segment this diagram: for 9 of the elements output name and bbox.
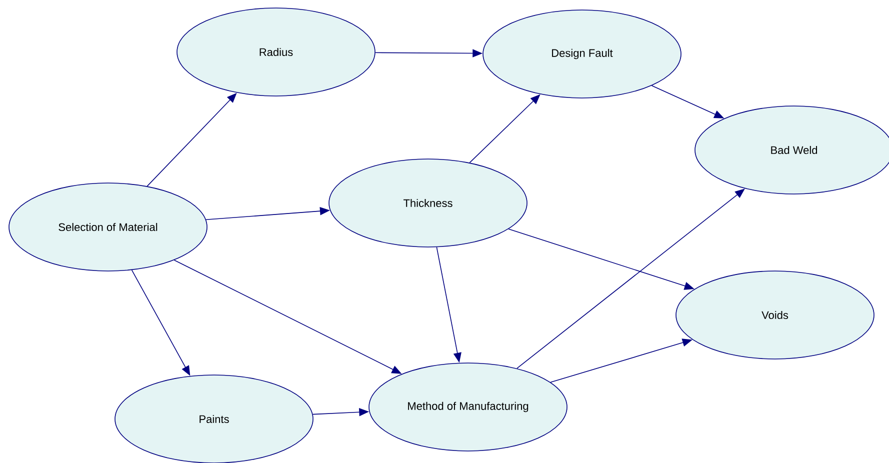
ellipse-node: Thickness [328,158,528,248]
arrow [516,188,745,369]
ellipse-node: Method of Manufacturing [368,362,568,452]
ellipse-node: Voids [676,270,874,360]
ellipse-node: Selection of Material [8,182,208,272]
ellipse-node: Design Fault [482,10,682,98]
ellipse-node: Paints [114,374,314,463]
ellipse-node: Radius [176,8,376,96]
ellipse-node: Bad Weld [694,106,889,194]
